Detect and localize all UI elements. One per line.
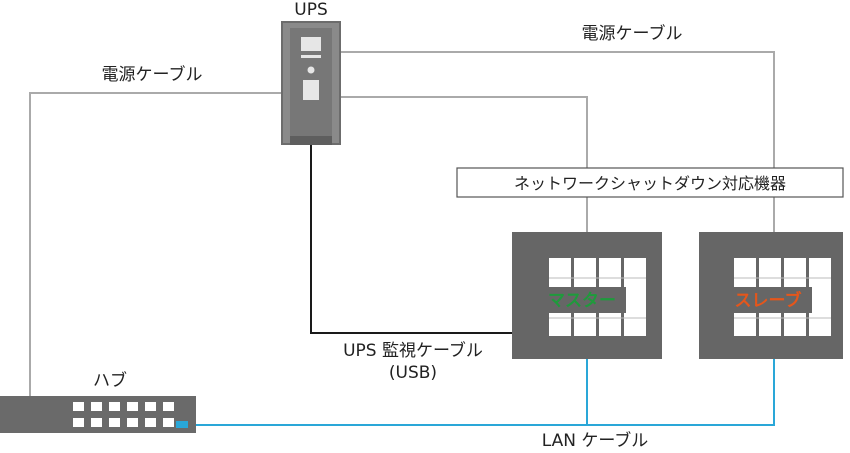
power-cable-label-right: 電源ケーブル: [582, 23, 683, 44]
shutdown-device-label: ネットワークシャットダウン対応機器: [514, 174, 786, 193]
ups-device: [281, 21, 341, 145]
ups-label: UPS: [294, 0, 328, 20]
power-cable-master: [341, 96, 588, 168]
ups-cable-label: UPS 監視ケーブル: [343, 340, 483, 361]
lan-cable: [186, 359, 775, 426]
hub-label: ハブ: [93, 370, 127, 391]
ups-cable-usb-label: (USB): [389, 363, 437, 383]
hub-device: [0, 396, 196, 433]
power-cable-slave: [341, 51, 775, 232]
power-cable-hub: [29, 92, 281, 396]
power-cable-label-left: 電源ケーブル: [102, 64, 203, 85]
master-server: [512, 232, 662, 359]
hub-ports: [73, 402, 174, 427]
master-label: マスター: [548, 291, 616, 311]
lan-cable-label: LAN ケーブル: [542, 430, 649, 451]
slave-server: [699, 232, 843, 359]
usb-cable: [310, 145, 512, 334]
shutdown-device-box: [456, 167, 844, 198]
slave-label: スレーブ: [735, 290, 802, 311]
